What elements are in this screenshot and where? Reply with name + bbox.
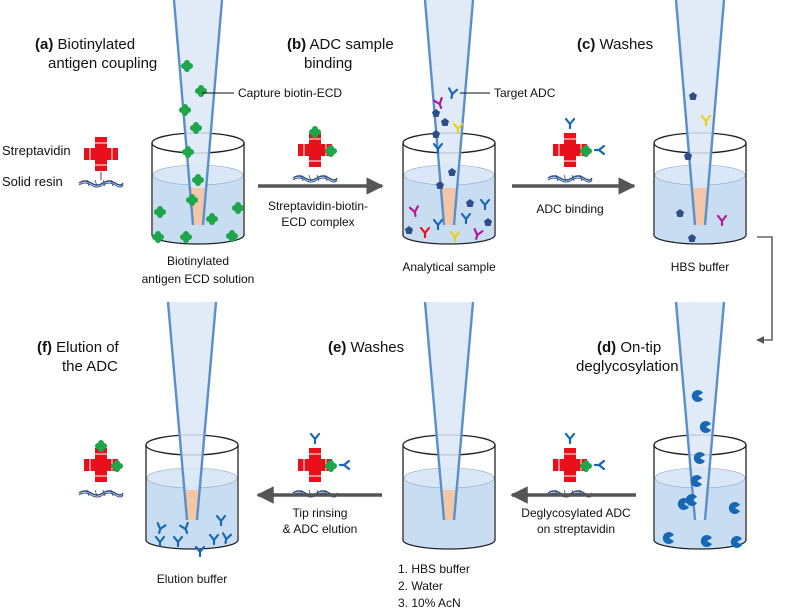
- solution-b: Analytical sample: [402, 260, 496, 274]
- tip-wall-right: [703, 301, 726, 521]
- antibody-icon: [564, 117, 576, 130]
- resin-label: Solid resin: [2, 174, 63, 189]
- antibody-icon: [309, 432, 321, 445]
- tip-b: [423, 0, 475, 226]
- tip-c: [674, 0, 726, 226]
- target-callout: Target ADC: [494, 86, 556, 100]
- solution-f: Elution buffer: [157, 572, 228, 586]
- beaker-bottom: [403, 531, 495, 549]
- svg-text:(f) Elution of: (f) Elution of: [37, 339, 120, 356]
- arrow-ab-label-1: Streptavidin-biotin-: [268, 199, 368, 213]
- tip-body: [676, 302, 724, 520]
- complex-resin-icon: [292, 174, 338, 183]
- tip-wall-left: [423, 301, 446, 521]
- tip-body: [425, 0, 473, 225]
- beaker-base: [402, 539, 496, 550]
- svg-text:(a) Biotinylated: (a) Biotinylated: [35, 36, 135, 53]
- svg-text:binding: binding: [304, 55, 352, 72]
- tip-e: [423, 301, 475, 521]
- antibody-icon: [593, 144, 606, 156]
- tip-body: [168, 302, 216, 520]
- arrow-bc-label: ADC binding: [536, 202, 603, 216]
- beaker-base: [402, 234, 496, 245]
- svg-text:(c) Washes: (c) Washes: [577, 36, 653, 53]
- tip-core: [440, 188, 458, 225]
- antibody-icon: [564, 432, 576, 445]
- arrow-de-label-1: Deglycosylated ADC: [521, 506, 631, 520]
- solution-a-1: Biotinylated: [167, 254, 229, 268]
- eluted-resin-icon: [78, 489, 124, 498]
- tip-body: [425, 302, 473, 520]
- tip-wall-right: [195, 301, 218, 521]
- arrow-ef-label-2: & ADC elution: [283, 522, 358, 536]
- scene-layer: [78, 0, 773, 558]
- step-c-title: (c) Washes: [577, 36, 653, 53]
- beaker-bottom: [654, 226, 746, 244]
- tip-core: [691, 188, 709, 225]
- capture-callout: Capture biotin-ECD: [238, 86, 342, 100]
- svg-text:the ADC: the ADC: [62, 358, 118, 375]
- arrow-ab-label-2: ECD complex: [281, 215, 354, 229]
- tip-body: [676, 0, 724, 225]
- tip-wall-right: [452, 0, 475, 226]
- tip-f: [166, 301, 218, 521]
- tip-wall-right: [452, 301, 475, 521]
- tip-wall-left: [166, 301, 189, 521]
- solution-c: HBS buffer: [671, 260, 729, 274]
- step-a-title: (a) Biotinylated antigen coupling: [35, 36, 157, 72]
- antibody-icon: [338, 459, 351, 471]
- tip-wall-left: [674, 0, 697, 226]
- svg-text:(b) ADC sample: (b) ADC sample: [287, 36, 394, 53]
- beaker-base: [653, 539, 747, 550]
- step-f-title: (f) Elution of the ADC: [37, 339, 120, 375]
- adc-complex-resin-icon: [547, 174, 593, 183]
- tip-wall-right: [201, 0, 224, 226]
- streptavidin-cross-icon: [83, 136, 119, 172]
- streptavidin-label: Streptavidin: [2, 143, 71, 158]
- svg-text:deglycosylation: deglycosylation: [576, 358, 679, 375]
- arrow-de-label-2: on streptavidin: [537, 522, 615, 536]
- wash-list-3: 3. 10% AcN: [398, 596, 461, 610]
- connector-c-to-d: [756, 236, 773, 344]
- beaker-bottom: [146, 531, 238, 549]
- tip-body: [174, 0, 222, 225]
- beaker-bottom: [654, 531, 746, 549]
- arrow-ef-label-1: Tip rinsing: [293, 506, 348, 520]
- step-d-title: (d) On-tip deglycosylation: [576, 339, 679, 375]
- wash-list-1: 1. HBS buffer: [398, 562, 470, 576]
- tip-core: [441, 490, 457, 520]
- wash-list-2: 2. Water: [398, 579, 443, 593]
- antibody-icon: [593, 459, 606, 471]
- beaker-bottom: [152, 226, 244, 244]
- svg-text:(d) On-tip: (d) On-tip: [597, 339, 661, 356]
- svg-text:antigen coupling: antigen coupling: [48, 55, 157, 72]
- beaker-base: [145, 539, 239, 550]
- tip-core: [184, 490, 200, 520]
- svg-text:(e) Washes: (e) Washes: [328, 339, 404, 356]
- solution-a-2: antigen ECD solution: [142, 272, 255, 286]
- solid-resin-icon: [78, 179, 124, 188]
- step-b-title: (b) ADC sample binding: [287, 36, 394, 72]
- beaker-base: [653, 234, 747, 245]
- tip-wall-right: [703, 0, 726, 226]
- step-e-title: (e) Washes: [328, 339, 404, 356]
